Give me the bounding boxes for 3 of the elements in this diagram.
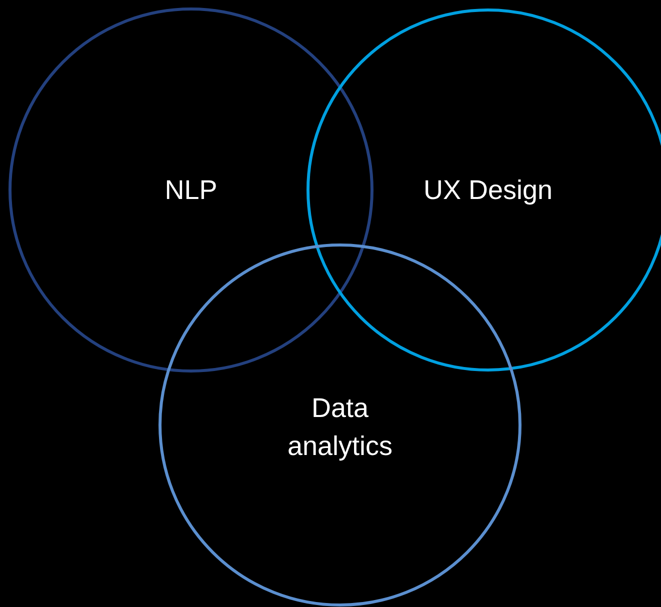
circle-label: Data analytics (286, 392, 394, 463)
circle-label: UX Design (422, 174, 554, 207)
circle-label: NLP (164, 174, 218, 207)
